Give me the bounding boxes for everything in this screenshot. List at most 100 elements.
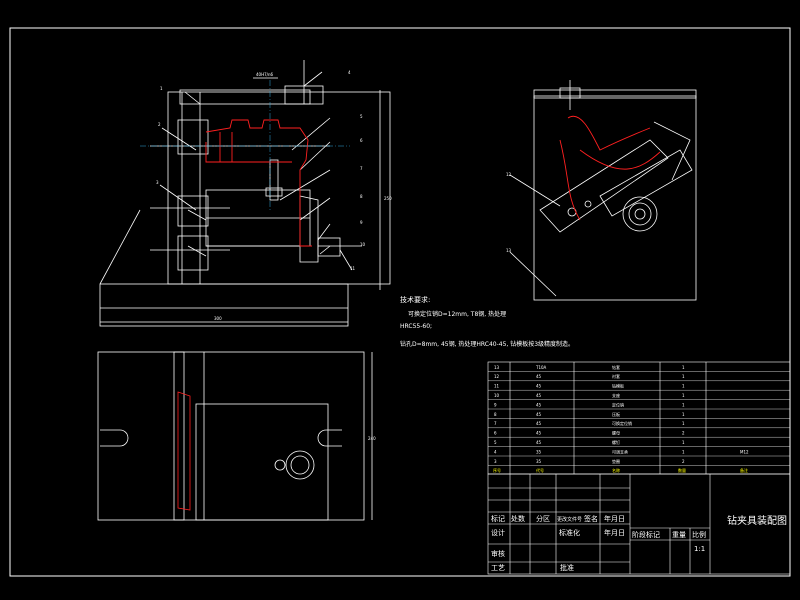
title-block [487, 473, 791, 575]
dim-side-lower-label: 240 [368, 436, 376, 441]
title-review: 审核 [491, 549, 505, 558]
leader-number: 3 [156, 180, 159, 185]
parts-row-code: T10A [535, 365, 547, 370]
title-scale-value: 1:1 [694, 545, 705, 553]
title-count: 处数 [511, 514, 525, 523]
title-approve: 批准 [560, 563, 574, 572]
parts-row-name: 可调支承 [612, 448, 628, 454]
title-weight: 重量 [672, 531, 686, 539]
parts-row-name: 支座 [612, 392, 620, 398]
leader-number: 4 [348, 70, 351, 75]
parts-row-code: 45 [536, 384, 542, 389]
parts-row-name: 螺母 [612, 430, 620, 436]
parts-header-no: 序号 [493, 467, 501, 473]
parts-row-code: 35 [536, 449, 542, 454]
parts-list-table [487, 361, 791, 475]
parts-row-name: 钻套 [612, 364, 620, 370]
dim-bottom-label: 300 [214, 316, 222, 321]
parts-row-code: 45 [536, 393, 542, 398]
leader-number: 1 [160, 86, 163, 91]
title-zone: 分区 [536, 514, 550, 523]
title-doc-no: 更改文件号 [557, 516, 582, 523]
parts-row-code: 45 [536, 431, 542, 436]
parts-row-qty: 2 [682, 431, 685, 436]
parts-row-name: 钻模板 [612, 383, 624, 389]
parts-row-qty: 1 [682, 449, 685, 454]
dim-side-label: 250 [384, 196, 392, 201]
parts-row-qty: 1 [682, 402, 685, 407]
parts-row-name: 螺钉 [612, 439, 620, 445]
tech-req-line-3: 钻孔D=8mm, 45钢, 热处理HRC40-45, 钻模板按3级精度制造。 [400, 340, 574, 348]
drawing-frame [9, 27, 791, 577]
leader-number: 10 [360, 242, 366, 247]
parts-row-qty: 1 [682, 374, 685, 379]
title-date-2: 年月日 [604, 528, 625, 537]
parts-row-code: 45 [536, 412, 542, 417]
front-view [99, 60, 391, 327]
side-view [509, 80, 697, 301]
parts-row-qty: 2 [682, 459, 685, 464]
parts-row-name: 压板 [612, 411, 620, 417]
leader-number: 9 [360, 220, 363, 225]
parts-row-code: 45 [536, 440, 542, 445]
tech-req-line-2: HRC55-60; [400, 323, 432, 330]
tech-req-line-1: 可换定位销D=12mm, T8钢, 热处理 [408, 310, 506, 318]
parts-row-code: 45 [536, 374, 542, 379]
parts-row-qty: 1 [682, 412, 685, 417]
parts-row-no: 6 [494, 431, 497, 436]
parts-header-name: 名称 [612, 467, 620, 473]
leader-number: 5 [360, 114, 363, 119]
front-view-centerlines [140, 80, 350, 210]
parts-row-no: 5 [494, 440, 497, 445]
leader-number: 7 [360, 166, 363, 171]
title-stage-mark: 阶段标记 [632, 530, 660, 539]
title-scale: 比例 [692, 530, 706, 539]
parts-row-no: 9 [494, 402, 497, 407]
parts-row-no: 10 [494, 393, 500, 398]
tech-req-title: 技术要求: [400, 295, 430, 304]
parts-row-code: 35 [536, 459, 542, 464]
leader-number: 12 [506, 172, 512, 177]
parts-header-note: 备注 [740, 467, 748, 473]
parts-row-qty: 1 [682, 440, 685, 445]
parts-row-qty: 1 [682, 393, 685, 398]
title-design: 设计 [491, 528, 505, 537]
parts-row-qty: 1 [682, 421, 685, 426]
parts-row-qty: 1 [682, 384, 685, 389]
parts-row-no: 8 [494, 412, 497, 417]
title-signature: 签名 [584, 514, 598, 523]
title-standardize: 标准化 [559, 528, 580, 537]
top-view [97, 351, 373, 521]
leader-number: 6 [360, 138, 363, 143]
drawing-title: 钻夹具装配图 [727, 514, 787, 527]
title-mark: 标记 [491, 514, 505, 523]
parts-row-qty: 1 [682, 365, 685, 370]
leader-number: 11 [350, 266, 356, 271]
parts-header-qty: 数量 [678, 467, 686, 473]
parts-row-name: 垫圈 [612, 458, 620, 464]
parts-row-name: 可换定位销 [612, 420, 632, 426]
leader-number: 8 [360, 194, 363, 199]
parts-row-no: 11 [494, 384, 500, 389]
leader-number: 13 [506, 248, 512, 253]
side-view-workpiece [559, 115, 661, 221]
parts-row-code: 45 [536, 402, 542, 407]
title-process: 工艺 [491, 564, 505, 572]
parts-row-no: 4 [494, 449, 497, 454]
parts-row-no: 7 [494, 421, 497, 426]
leader-number: 2 [158, 122, 161, 127]
parts-row-name: 衬套 [612, 373, 620, 379]
parts-row-note: M12 [740, 449, 749, 454]
parts-row-no: 3 [494, 459, 497, 464]
parts-row-code: 45 [536, 421, 542, 426]
parts-header-code: 代号 [536, 467, 544, 473]
parts-row-no: 13 [494, 365, 500, 370]
parts-row-name: 定位销 [612, 401, 624, 407]
title-date: 年月日 [604, 514, 625, 523]
parts-row-no: 12 [494, 374, 500, 379]
front-view-workpiece [205, 119, 312, 247]
dim-top-label: 40H7/n6 [256, 72, 274, 77]
top-view-hatch [177, 391, 191, 511]
